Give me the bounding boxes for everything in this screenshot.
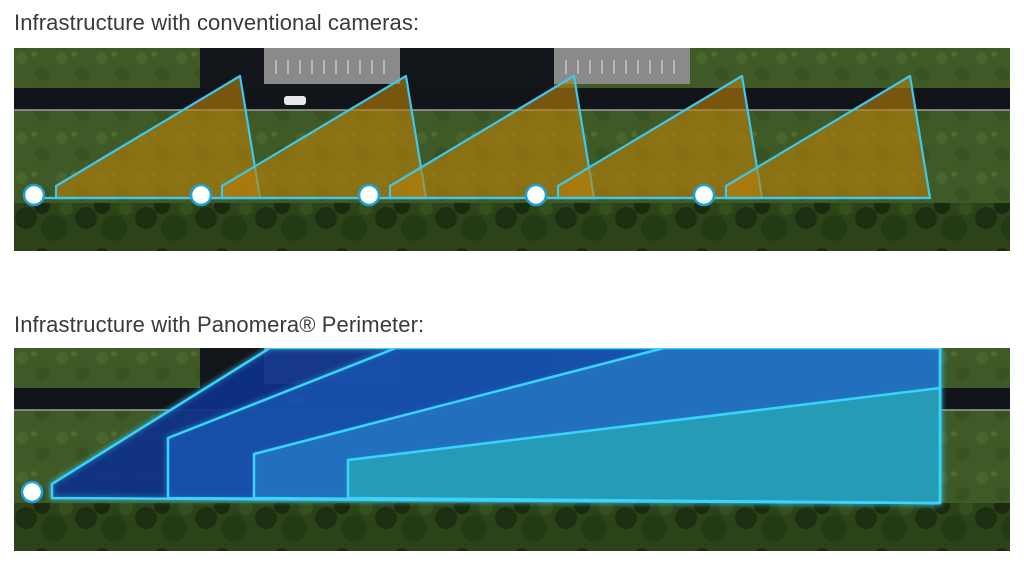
panomera-camera-marker bbox=[20, 480, 44, 504]
building-left bbox=[264, 48, 400, 84]
car bbox=[284, 96, 306, 105]
conventional-cameras-diagram bbox=[14, 48, 1010, 251]
camera-4-marker bbox=[524, 183, 548, 207]
camera-5-marker bbox=[692, 183, 716, 207]
panel-1-heading: Infrastructure with conventional cameras… bbox=[14, 10, 420, 35]
panomera-perimeter-diagram bbox=[14, 348, 1010, 551]
camera-1-marker bbox=[22, 183, 46, 207]
camera-2-marker bbox=[189, 183, 213, 207]
camera-3-marker bbox=[357, 183, 381, 207]
panomera-perimeter-scene bbox=[14, 348, 1010, 551]
tree-line bbox=[14, 503, 1010, 551]
road bbox=[14, 88, 1010, 110]
near-detection-zone bbox=[346, 386, 942, 505]
building-right bbox=[554, 48, 690, 84]
driveway-middle bbox=[434, 48, 554, 90]
panel-2-heading: Infrastructure with Panomera® Perimeter: bbox=[14, 312, 425, 337]
conventional-cameras-scene bbox=[14, 48, 1010, 251]
tree-line bbox=[14, 203, 1010, 251]
